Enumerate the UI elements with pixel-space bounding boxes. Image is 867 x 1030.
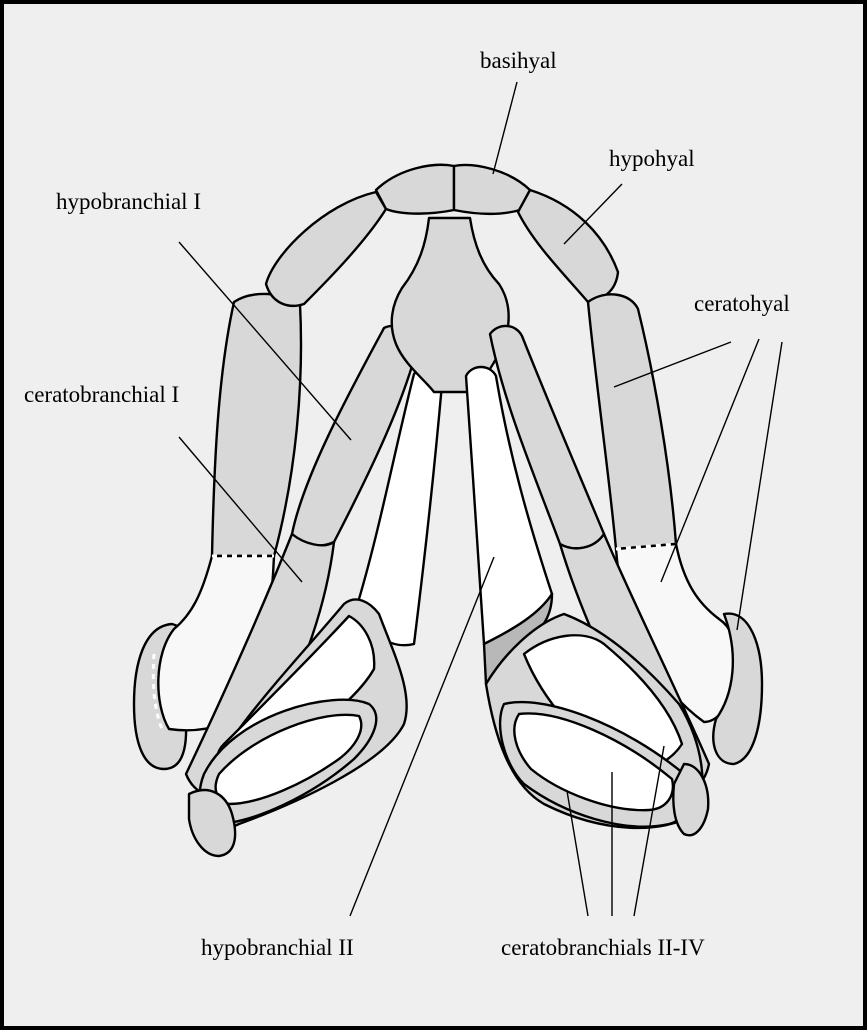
- basihyal-right-half: [454, 165, 530, 214]
- right-ceratohyal-upper: [588, 294, 676, 549]
- leader-ceratohyal-b: [661, 339, 759, 582]
- left-hypohyal: [266, 192, 386, 306]
- label-basihyal: basihyal: [480, 48, 557, 73]
- basibranchial: [392, 218, 509, 392]
- left-skeleton: [134, 192, 442, 856]
- label-hypobranchial-1: hypobranchial I: [56, 189, 201, 214]
- left-ceratohyal-upper: [212, 294, 301, 556]
- basihyal-left-half: [376, 165, 454, 214]
- label-ceratobranchials-2-4: ceratobranchials II-IV: [501, 935, 705, 960]
- leader-basihyal: [493, 82, 517, 174]
- right-skeleton: [466, 190, 762, 835]
- leader-ceratohyal-c: [737, 342, 782, 630]
- right-hypohyal: [518, 190, 618, 302]
- label-ceratobranchial-1: ceratobranchial I: [24, 382, 179, 407]
- label-hypohyal: hypohyal: [609, 146, 695, 171]
- label-ceratohyal: ceratohyal: [694, 291, 790, 316]
- hyobranchial-skeleton-diagram: basihyal hypohyal hypobranchial I cerato…: [4, 4, 867, 1030]
- label-hypobranchial-2: hypobranchial II: [201, 935, 354, 960]
